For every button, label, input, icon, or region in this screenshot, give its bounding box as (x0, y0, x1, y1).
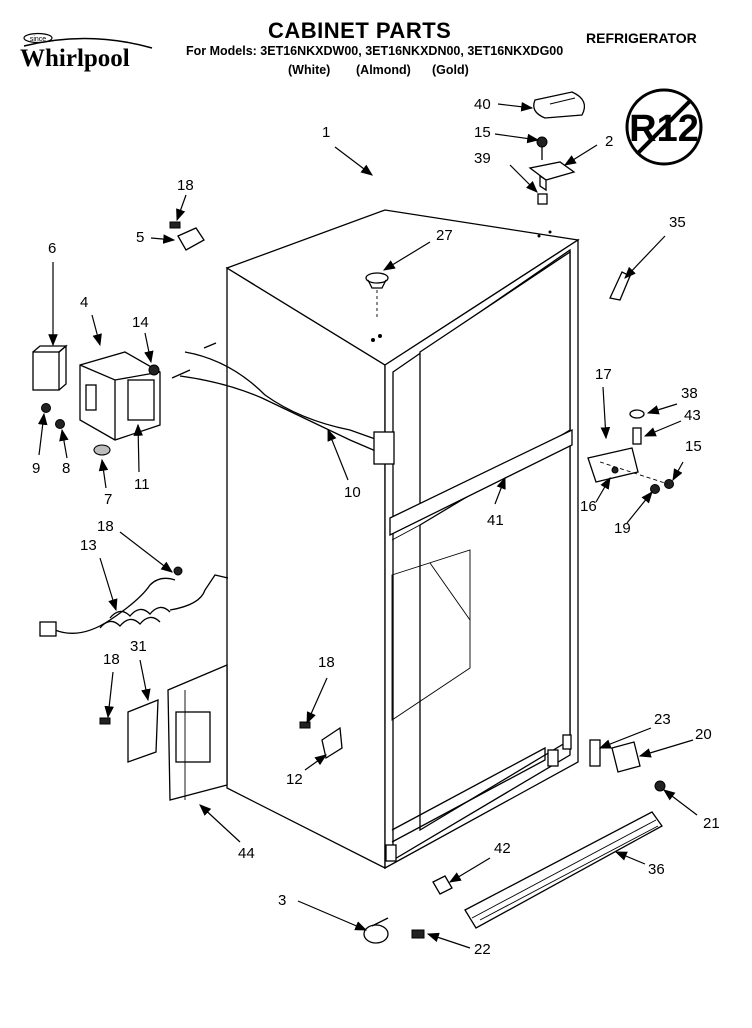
color-gold: (Gold) (432, 63, 469, 77)
callout-44: 44 (238, 845, 255, 862)
callout-43: 43 (684, 407, 701, 424)
callout-22: 22 (474, 941, 491, 958)
r12-badge: R12 (625, 88, 703, 166)
callout-7: 7 (104, 491, 113, 508)
color-almond: (Almond) (356, 63, 411, 77)
part-23-shim (589, 739, 601, 767)
callout-2: 2 (605, 133, 614, 150)
callout-3: 3 (278, 892, 287, 909)
part-40-hinge-cover (533, 91, 586, 119)
logo-badge-text: since (30, 36, 46, 43)
callout-15-top: 15 (474, 124, 491, 141)
part-31-cover (99, 699, 159, 763)
callout-18-hinge: 18 (318, 654, 335, 671)
callout-5: 5 (136, 229, 145, 246)
part-22-screw (411, 929, 425, 939)
callout-36: 36 (648, 861, 665, 878)
callout-41: 41 (487, 512, 504, 529)
callout-17: 17 (595, 366, 612, 383)
part-44-side-bracket (167, 664, 228, 801)
callout-18-cord: 18 (97, 518, 114, 535)
callout-14: 14 (132, 314, 149, 331)
part-2-top-hinge (528, 161, 576, 192)
callout-23: 23 (654, 711, 671, 728)
callout-16: 16 (580, 498, 597, 515)
part-8-screw (55, 419, 65, 429)
part-15-screw-top (536, 136, 548, 160)
part-20-bracket (611, 741, 641, 773)
part-15-screw-right (664, 479, 674, 489)
whirlpool-logo: since Whirlpool (18, 26, 156, 74)
callout-39: 39 (474, 150, 491, 167)
callout-42: 42 (494, 840, 511, 857)
part-16-hinge-bracket (587, 447, 639, 483)
leader-arrows (37, 101, 698, 949)
part-42-clip (432, 875, 453, 895)
part-5-bracket (169, 221, 205, 251)
part-43-pin (632, 427, 642, 445)
part-39-spacer (537, 193, 548, 205)
part-12-hinge (299, 721, 343, 760)
callout-8: 8 (62, 460, 71, 477)
callout-6: 6 (48, 240, 57, 257)
callout-38: 38 (681, 385, 698, 402)
callout-9: 9 (32, 460, 41, 477)
part-9-screw (41, 403, 51, 413)
section-label: REFRIGERATOR (586, 30, 697, 46)
part-4-control-box (79, 351, 161, 441)
part-27-plug (365, 272, 389, 320)
callout-18-top: 18 (177, 177, 194, 194)
callout-21: 21 (703, 815, 720, 832)
callout-10: 10 (344, 484, 361, 501)
callout-1: 1 (322, 124, 331, 141)
part-10-wire-harness (171, 342, 395, 465)
callout-4: 4 (80, 294, 89, 311)
callout-12: 12 (286, 771, 303, 788)
part-3-roller (363, 917, 389, 944)
part-7-grommet (93, 444, 111, 456)
part-21-screw (654, 780, 666, 792)
callout-11: 11 (134, 476, 150, 493)
callout-19: 19 (614, 520, 631, 537)
part-14-screw (148, 364, 160, 376)
logo-brand-text: Whirlpool (20, 45, 130, 72)
models-line: For Models: 3ET16NKXDW00, 3ET16NKXDN00, … (186, 44, 564, 58)
callout-18-cover: 18 (103, 651, 120, 668)
refrigerator-cabinet (225, 209, 580, 870)
part-36-grille (464, 811, 663, 929)
r12-text: R12 (629, 108, 699, 150)
callout-15-right: 15 (685, 438, 702, 455)
callout-40: 40 (474, 96, 491, 113)
part-6-relay (32, 344, 68, 391)
callout-27: 27 (436, 227, 453, 244)
color-white: (White) (288, 63, 331, 77)
callout-13: 13 (80, 537, 97, 554)
part-13-power-cord (39, 566, 229, 637)
callout-35: 35 (669, 214, 686, 231)
callout-20: 20 (695, 726, 712, 743)
part-38-washer (629, 409, 645, 419)
callout-31: 31 (130, 638, 147, 655)
page-title: CABINET PARTS (268, 18, 452, 43)
